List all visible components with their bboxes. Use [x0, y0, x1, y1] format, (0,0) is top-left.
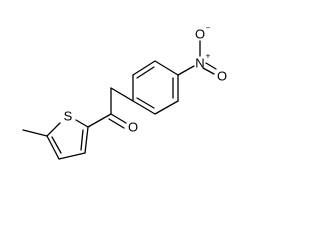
bonds	[22, 40, 217, 160]
bond-ring-c6-c1-inner	[136, 66, 155, 79]
bond-carbonyl-o	[110, 113, 127, 124]
ketone-oxygen-label: O	[128, 120, 138, 135]
atom-labels: N + O − O O S	[64, 24, 227, 135]
bond-ring-c3-c4	[154, 100, 179, 115]
bond-thiophene-c2-c3-inner	[80, 129, 84, 151]
bond-nitro-o-right	[205, 62, 217, 70]
bond-thiophene-c2-s	[75, 119, 89, 128]
structure-diagram: N + O − O O S	[22, 24, 227, 160]
nitro-oxygen-right-label: O	[217, 69, 227, 84]
bond-thiophene-c4-c5	[46, 135, 60, 160]
nitro-nitrogen-label: N	[195, 56, 204, 71]
bond-carbonyl-thiophene	[87, 113, 112, 128]
bond-ring-c4-c5-inner	[136, 97, 155, 109]
bond-ring-c4-c5	[132, 100, 156, 115]
bond-thiophene-c3-c4	[58, 152, 86, 160]
bond-thiophene-c2-c3	[84, 126, 89, 154]
bond-ring-nitro	[177, 65, 195, 76]
bond-ring-ch2	[110, 87, 134, 102]
nitro-nitrogen-charge: +	[206, 52, 211, 61]
bond-carbonyl-o-second	[108, 118, 125, 129]
nitro-nitrogen: N +	[195, 52, 210, 71]
bond-thiophene-methyl	[22, 129, 48, 137]
nitro-oxygen-top: O −	[195, 24, 211, 42]
nitro-oxygen-top-label: O	[195, 27, 205, 42]
bond-ring-c1-c2	[154, 60, 179, 76]
thiophene-sulfur-label: S	[64, 109, 73, 124]
bond-ring-c6-c1	[132, 60, 156, 76]
nitro-oxygen-top-charge: −	[206, 24, 211, 33]
bond-nitro-o-right-second	[202, 67, 215, 75]
bond-thiophene-c4-c5-inner	[51, 136, 62, 154]
bond-thiophene-c5-s	[46, 122, 61, 137]
